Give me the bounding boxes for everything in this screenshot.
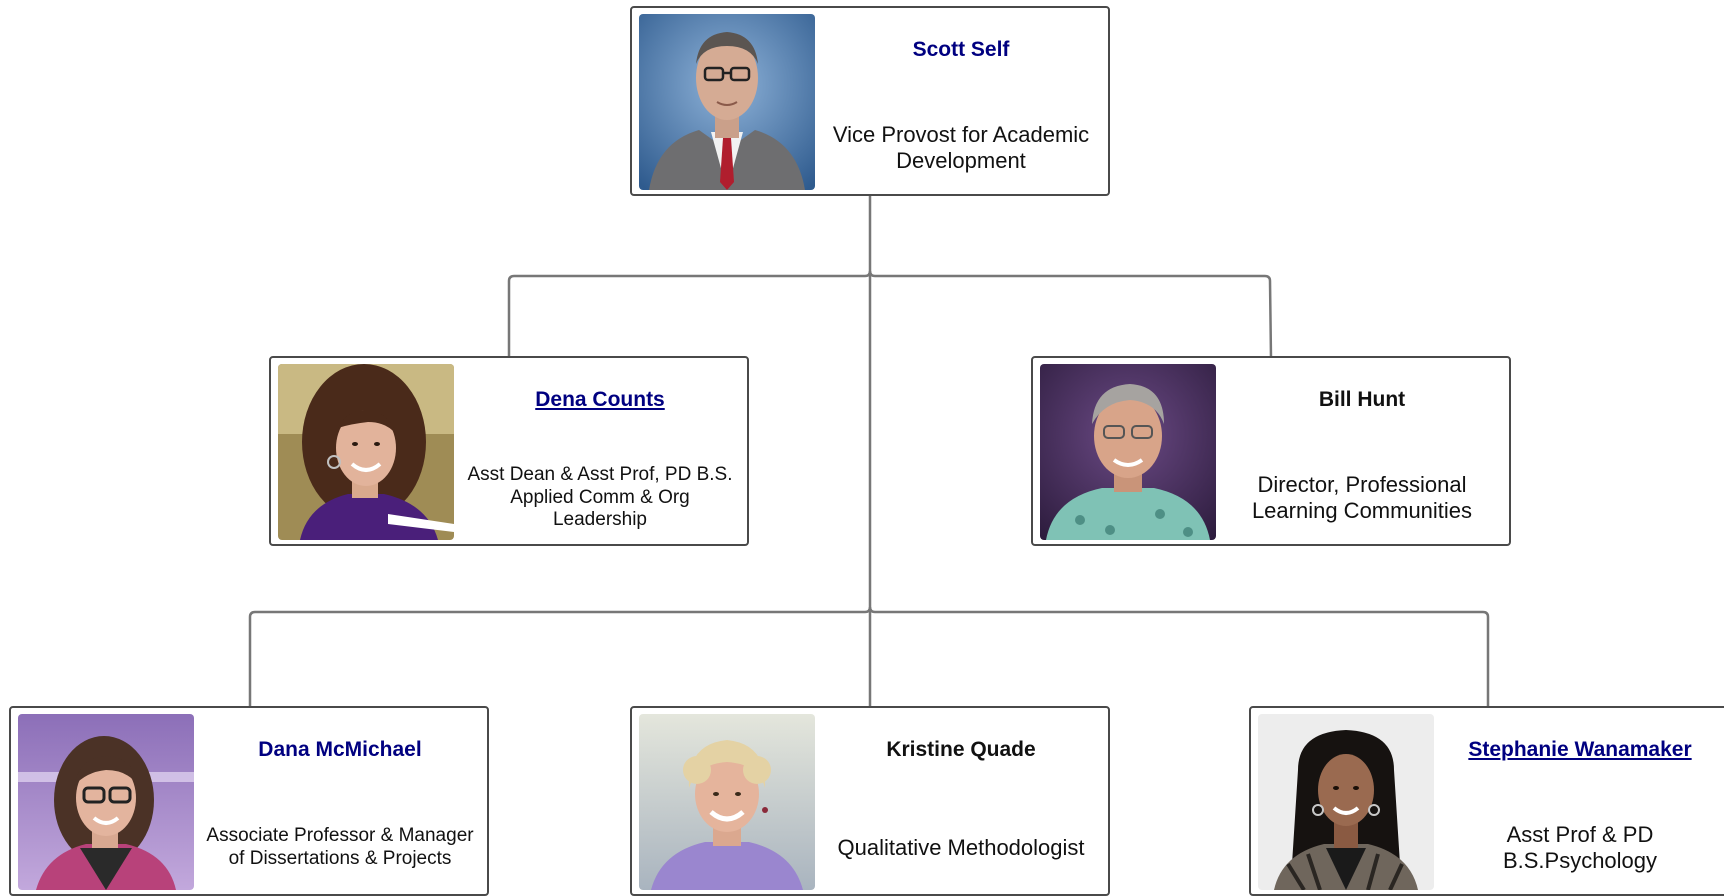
person-title: Vice Provost for Academic Development: [832, 121, 1090, 173]
person-name: Kristine Quade: [886, 738, 1036, 761]
org-card-stephanie-wanamaker[interactable]: Stephanie Wanamaker Asst Prof & PD B.S.P…: [1249, 706, 1724, 896]
photo-stephanie-wanamaker: [1258, 714, 1434, 890]
person-name-link[interactable]: Dena Counts: [535, 388, 665, 411]
portrait-man-gray-hair-icon: [1040, 364, 1216, 540]
portrait-woman-glasses-icon: [18, 714, 194, 890]
connector-level-2: [507, 270, 1273, 359]
org-card-kristine-quade[interactable]: Kristine Quade Qualitative Methodologist: [630, 706, 1110, 896]
org-card-dana-mcmichael[interactable]: Dana McMichael Associate Professor & Man…: [9, 706, 489, 896]
portrait-man-suit-icon: [639, 14, 815, 190]
org-card-bill-hunt[interactable]: Bill Hunt Director, Professional Learnin…: [1031, 356, 1511, 546]
portrait-woman-dark-hair-icon: [1258, 714, 1434, 890]
photo-scott-self: [639, 14, 815, 190]
person-name-link[interactable]: Stephanie Wanamaker: [1468, 738, 1692, 761]
photo-dena-counts: [278, 364, 454, 540]
connector-level-3: [248, 606, 1490, 706]
photo-kristine-quade: [639, 714, 815, 890]
person-title: Asst Prof & PD B.S.Psychology: [1502, 821, 1658, 873]
person-name: Bill Hunt: [1318, 388, 1406, 411]
person-name: Dana McMichael: [258, 738, 422, 761]
portrait-woman-blonde-icon: [639, 714, 815, 890]
person-title: Qualitative Methodologist: [837, 834, 1085, 860]
portrait-woman-curly-hair-icon: [278, 364, 454, 540]
person-title: Associate Professor & Manager of Dissert…: [206, 825, 474, 869]
person-title: Director, Professional Learning Communit…: [1251, 471, 1473, 523]
photo-dana-mcmichael: [18, 714, 194, 890]
photo-bill-hunt: [1040, 364, 1216, 540]
org-card-dena-counts[interactable]: Dena Counts Asst Dean & Asst Prof, PD B.…: [269, 356, 749, 546]
org-card-scott-self[interactable]: Scott Self Vice Provost for Academic Dev…: [630, 6, 1110, 196]
person-title: Asst Dean & Asst Prof, PD B.S. Applied C…: [467, 463, 733, 531]
person-name: Scott Self: [912, 38, 1010, 61]
